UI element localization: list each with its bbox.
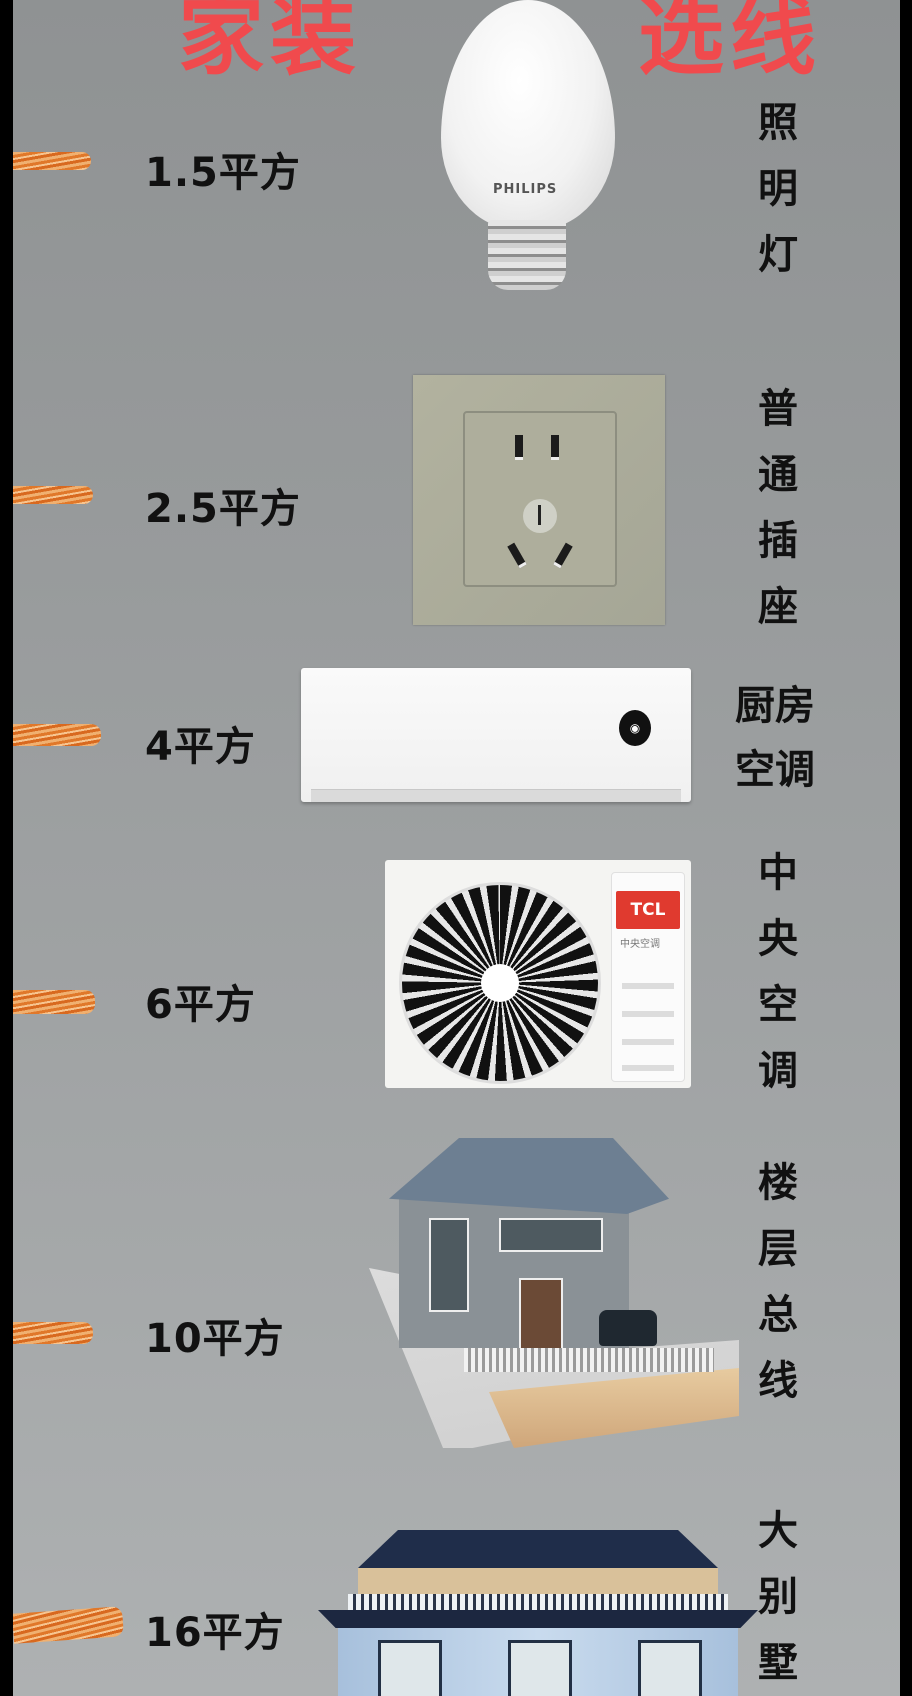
- unit-side-panel: TCL 中央空调: [611, 872, 685, 1082]
- bulb-base: [488, 220, 566, 290]
- gauge-label: 4平方: [145, 724, 256, 770]
- bulb-brand: PHILIPS: [493, 182, 558, 197]
- house-body: [399, 1198, 629, 1352]
- villa-roof-lower: [318, 1610, 758, 1628]
- use-caption: 普通插座: [758, 386, 798, 630]
- use-caption: 中央空调: [758, 850, 798, 1094]
- socket-slot: [553, 542, 573, 569]
- infographic-panel: 家装 选线 1.5平方 PHILIPS 照明灯 2.5平方 普通插座 4平方 ◉…: [13, 0, 900, 1696]
- socket-shutter: [523, 499, 557, 533]
- socket-face: [463, 411, 617, 587]
- split-air-conditioner-icon: ◉: [301, 668, 691, 802]
- wall-socket-icon: [413, 375, 665, 625]
- bulb-glass: [441, 0, 615, 230]
- gauge-label: 2.5平方: [145, 486, 301, 532]
- title-right: 选线: [638, 0, 822, 87]
- copper-wire-icon: [13, 724, 101, 746]
- light-bulb-icon: PHILIPS: [433, 0, 623, 300]
- fan-hub: [481, 964, 519, 1002]
- large-villa-icon: [318, 1530, 758, 1696]
- copper-wire-icon: [13, 990, 95, 1014]
- gauge-label: 6平方: [145, 982, 256, 1028]
- ac-vent: [311, 789, 681, 802]
- gauge-label: 1.5平方: [145, 150, 301, 196]
- copper-wire-icon: [13, 1606, 124, 1644]
- villa-window: [638, 1640, 702, 1696]
- tcl-logo: TCL: [616, 891, 680, 929]
- villa-window: [378, 1640, 442, 1696]
- house-railing: [464, 1348, 714, 1372]
- title-left: 家装: [178, 0, 362, 87]
- villa-roof-upper: [358, 1530, 718, 1568]
- grille-line: [622, 1011, 674, 1017]
- grille-line: [622, 983, 674, 989]
- house-door: [519, 1278, 563, 1352]
- house-window: [499, 1218, 603, 1252]
- copper-wire-icon: [13, 152, 91, 170]
- use-caption: 大别墅: [758, 1508, 798, 1686]
- socket-slot: [515, 435, 523, 460]
- use-caption: 楼层总线: [758, 1160, 798, 1404]
- copper-wire-icon: [13, 1322, 93, 1344]
- gauge-label: 16平方: [145, 1610, 285, 1656]
- villa-door: [508, 1640, 572, 1696]
- fan-grille-icon: [399, 882, 601, 1084]
- socket-slot: [507, 542, 527, 569]
- socket-slot: [551, 435, 559, 460]
- grille-line: [622, 1039, 674, 1045]
- villa-balcony-railing: [348, 1594, 728, 1610]
- grille-line: [622, 1065, 674, 1071]
- gauge-label: 10平方: [145, 1316, 285, 1362]
- ac-outdoor-unit-icon: TCL 中央空调: [385, 860, 691, 1088]
- car-icon: [599, 1310, 657, 1346]
- use-caption-line1: 厨房: [735, 683, 815, 729]
- house-window: [429, 1218, 469, 1312]
- copper-wire-icon: [13, 486, 93, 504]
- use-caption: 照明灯: [758, 100, 798, 278]
- two-storey-house-icon: [369, 1138, 749, 1468]
- ac-logo-icon: ◉: [619, 710, 651, 746]
- use-caption-line2: 空调: [735, 747, 815, 793]
- tcl-subtitle: 中央空调: [620, 939, 660, 950]
